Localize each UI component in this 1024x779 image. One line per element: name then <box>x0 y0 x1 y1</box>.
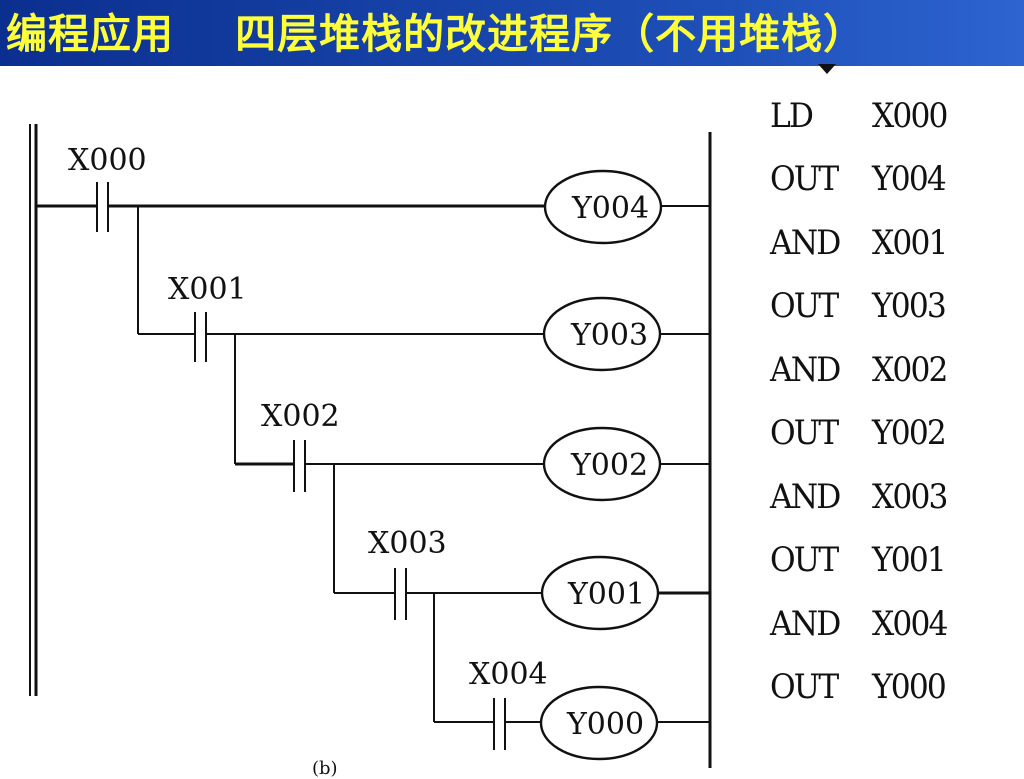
instruction-operand: X004 <box>872 603 948 644</box>
instruction-operand: Y000 <box>872 667 947 708</box>
ladder-diagram: X000 Y004 X001 Y003 X002 Y002 <box>0 66 1024 768</box>
instruction-op: AND <box>770 222 841 263</box>
instruction-row: OUT Y001 <box>770 529 1010 593</box>
instruction-op: OUT <box>770 159 839 200</box>
instruction-operand: X000 <box>872 95 948 136</box>
instruction-op: OUT <box>770 540 839 581</box>
instruction-row: OUT Y002 <box>770 402 1010 466</box>
rung-4: X003 Y001 <box>334 526 710 631</box>
contact-label-x000: X000 <box>68 143 147 178</box>
instruction-row: AND X002 <box>770 338 1010 402</box>
instruction-operand: Y003 <box>872 286 947 327</box>
instruction-row: AND X004 <box>770 592 1010 656</box>
instruction-op: OUT <box>770 667 839 708</box>
instruction-row: AND X003 <box>770 465 1010 529</box>
coil-label-y003: Y003 <box>570 318 648 353</box>
coil-label-y001: Y001 <box>567 577 645 612</box>
title-bar: 编程应用 四层堆栈的改进程序（不用堆栈） <box>0 0 1024 66</box>
contact-label-x001: X001 <box>168 272 247 307</box>
ladder-svg: X000 Y004 X001 Y003 X002 Y002 <box>29 124 712 768</box>
rung-1: X000 Y004 <box>36 143 710 245</box>
contact-label-x004: X004 <box>469 657 548 692</box>
rung-3: X002 Y002 <box>235 399 710 502</box>
instruction-row: LD X000 <box>770 84 1010 148</box>
instruction-operand: X003 <box>872 476 948 517</box>
slide-title: 编程应用 四层堆栈的改进程序（不用堆栈） <box>6 10 866 58</box>
instruction-op: OUT <box>770 286 839 327</box>
slide-marker-icon <box>818 64 836 74</box>
coil-label-y004: Y004 <box>571 191 649 226</box>
rung-2: X001 Y003 <box>138 272 710 372</box>
rung-5: X004 Y000 <box>434 657 710 761</box>
instruction-op: OUT <box>770 413 839 454</box>
instruction-op: LD <box>770 95 814 136</box>
figure-caption: (b) <box>312 758 338 779</box>
instruction-operand: X002 <box>872 349 948 390</box>
coil-label-y000: Y000 <box>566 707 644 742</box>
instruction-operand: Y002 <box>872 413 947 454</box>
contact-label-x003: X003 <box>368 526 447 561</box>
instruction-operand: X001 <box>872 222 948 263</box>
instruction-operand: Y001 <box>872 540 947 581</box>
instruction-row: OUT Y000 <box>770 656 1010 720</box>
instruction-operand: Y004 <box>872 159 947 200</box>
instruction-op: AND <box>770 476 841 517</box>
instruction-op: AND <box>770 349 841 390</box>
instruction-row: OUT Y003 <box>770 275 1010 339</box>
instruction-op: AND <box>770 603 841 644</box>
coil-label-y002: Y002 <box>570 448 648 483</box>
contact-label-x002: X002 <box>261 399 340 434</box>
instruction-row: AND X001 <box>770 211 1010 275</box>
instruction-row: OUT Y004 <box>770 148 1010 212</box>
